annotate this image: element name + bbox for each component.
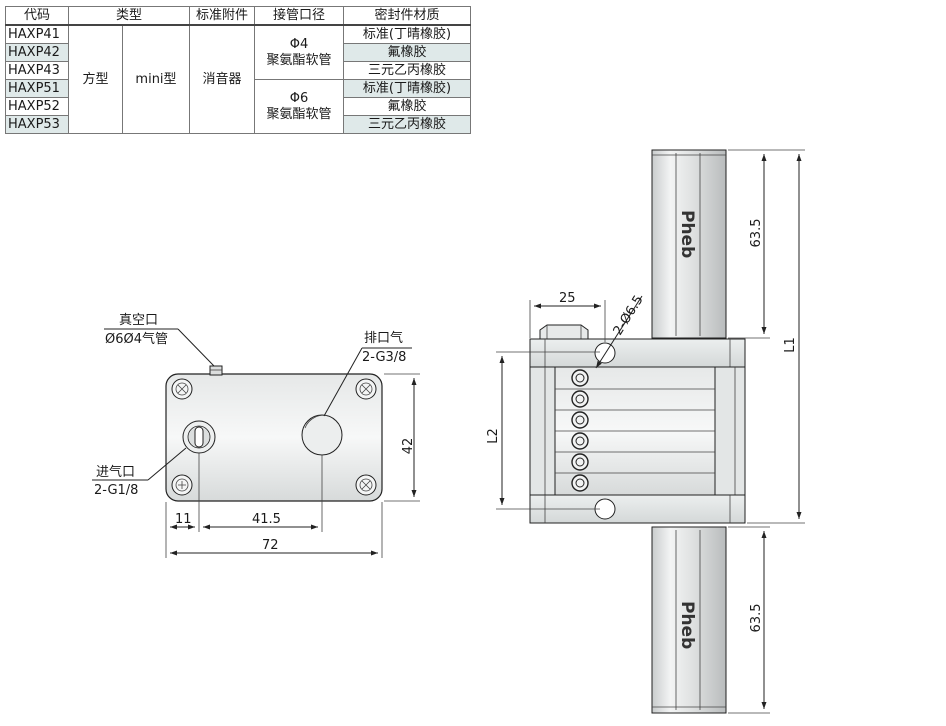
table-row: HAXP42 氟橡胶 [5,43,471,62]
port-group-2: Φ6 聚氨酯软管 [254,79,344,134]
port-size-2: Φ6 [289,90,309,106]
front-view: 真空口 Ø6Ø4气管 排口气 2-G3/8 进气口 2-G1/8 42 11 4… [92,313,420,558]
hole-spec: 2-Ø6.5 [611,293,647,338]
type-cell-2: mini型 [122,24,190,134]
vacuum-port-label: 真空口 [119,313,158,328]
exhaust-spec: 2-G3/8 [362,350,406,365]
exhaust-port [301,414,343,456]
table-row: HAXP52 氟橡胶 [5,97,471,116]
code-cell: HAXP42 [5,43,69,62]
inlet-label: 进气口 [96,464,135,480]
dim-upper-cylinder: 63.5 [749,219,764,248]
screw-icon [355,474,377,496]
table-row: HAXP53 三元乙丙橡胶 [5,115,471,134]
accessory-cell: 消音器 [189,24,255,134]
inlet-spec: 2-G1/8 [94,483,138,498]
port-ring [571,453,589,471]
dim-l1: L1 [783,337,798,353]
screw-icon [355,378,377,400]
port-ring [571,390,589,408]
code-cell: HAXP41 [5,24,69,44]
vacuum-fitting [209,365,223,376]
code-cell: HAXP52 [5,97,69,116]
dim-lower-cylinder: 63.5 [749,604,764,633]
inlet-port [182,420,216,454]
seal-cell: 三元乙丙橡胶 [343,115,471,134]
screw-icon [171,474,193,496]
top-plate [529,338,746,368]
header-code: 代码 [5,6,69,26]
header-seal: 密封件材质 [343,6,471,26]
dim-l2: L2 [486,428,501,444]
table-header-row: 代码 类型 标准附件 接管口径 密封件材质 [5,6,471,26]
side-view: Pheb Pheb [486,149,805,714]
type-cell-1: 方型 [68,24,123,134]
upper-cylinder: Pheb [651,149,727,339]
port-tube-1: 聚氨酯软管 [266,52,332,68]
port-ring [571,411,589,429]
hex-nut [539,324,589,340]
port-ring [571,474,589,492]
dim-offset: 11 [175,512,192,527]
code-cell: HAXP43 [5,61,69,80]
vacuum-port-spec: Ø6Ø4气管 [105,331,168,347]
table-row: HAXP43 三元乙丙橡胶 [5,61,471,80]
table-row: HAXP51 Φ6 聚氨酯软管 标准(丁晴橡胶) [5,79,471,134]
dim-height: 42 [401,438,416,455]
brand-upper: Pheb [677,210,697,258]
port-size-1: Φ4 [289,36,309,52]
screw-icon [171,378,193,400]
port-ring [571,432,589,450]
dim-top-offset: 25 [559,291,576,306]
exhaust-label: 排口气 [364,330,403,346]
seal-cell: 氟橡胶 [343,43,471,62]
dim-width: 72 [262,538,279,553]
lower-cylinder: Pheb [651,526,727,714]
seal-cell: 三元乙丙橡胶 [343,61,471,80]
ejector-body [165,373,383,502]
port-tube-2: 聚氨酯软管 [266,106,332,122]
seal-cell: 标准(丁晴橡胶) [343,79,471,98]
header-port: 接管口径 [254,6,344,26]
spec-table: 代码 类型 标准附件 接管口径 密封件材质 HAXP41 方型 mini型 消音… [5,6,471,134]
port-ring [571,369,589,387]
seal-cell: 标准(丁晴橡胶) [343,24,471,44]
brand-lower: Pheb [677,601,697,649]
dim-span: 41.5 [252,512,281,527]
header-accessory: 标准附件 [189,6,255,26]
code-cell: HAXP53 [5,115,69,134]
